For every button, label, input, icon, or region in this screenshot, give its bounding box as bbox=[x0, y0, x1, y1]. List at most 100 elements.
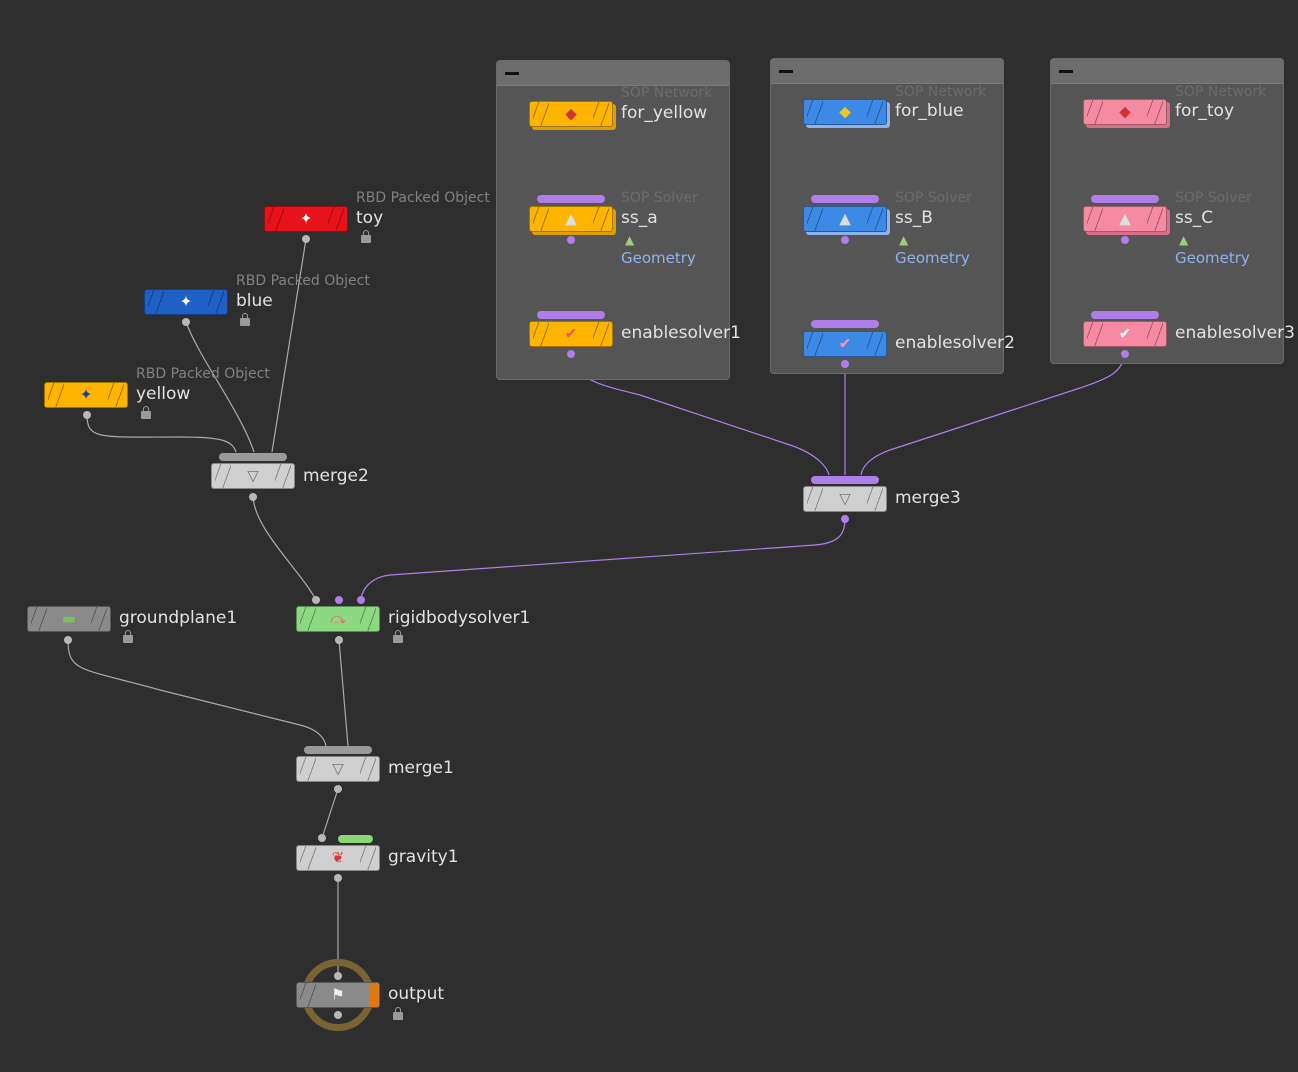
minimize-icon[interactable] bbox=[505, 72, 519, 75]
node-type-label: SOP Solver bbox=[621, 190, 698, 206]
output-connector[interactable] bbox=[249, 493, 257, 501]
output-connector[interactable] bbox=[567, 350, 575, 358]
geometry-icon: ▲ bbox=[625, 233, 635, 247]
node-name-label: groundplane1 bbox=[119, 608, 238, 628]
input-connector[interactable] bbox=[318, 834, 326, 842]
input-connector[interactable] bbox=[335, 596, 343, 604]
bypass-flag[interactable] bbox=[1091, 195, 1159, 203]
rbd-icon: ✦ bbox=[179, 292, 193, 311]
node-output[interactable]: ⚑ bbox=[296, 982, 380, 1008]
data-label: Geometry bbox=[895, 249, 970, 267]
sop-network-icon: ◆ bbox=[565, 104, 577, 123]
node-toy[interactable]: ✦ bbox=[264, 206, 348, 232]
node-name-label: for_blue bbox=[895, 101, 964, 121]
output-connector[interactable] bbox=[64, 636, 72, 644]
node-name-label: merge1 bbox=[388, 758, 454, 778]
sop-network-icon: ◆ bbox=[839, 102, 851, 121]
node-name-label: toy bbox=[356, 208, 384, 228]
output-connector[interactable] bbox=[334, 1011, 342, 1019]
output-connector[interactable] bbox=[302, 235, 310, 243]
bypass-flag[interactable] bbox=[219, 453, 287, 461]
output-connector[interactable] bbox=[83, 411, 91, 419]
output-connector[interactable] bbox=[334, 785, 342, 793]
node-yellow[interactable]: ✦ bbox=[44, 382, 128, 408]
sop-solver-icon: ▲ bbox=[1119, 209, 1131, 228]
output-connector[interactable] bbox=[841, 236, 849, 244]
lock-icon bbox=[393, 1007, 403, 1020]
node-blue[interactable]: ✦ bbox=[144, 289, 228, 315]
wire-merge2-rbd bbox=[252, 496, 317, 601]
node-for-toy[interactable]: ◆ bbox=[1083, 99, 1167, 125]
node-type-label: RBD Packed Object bbox=[236, 273, 370, 289]
groundplane-icon: ▬ bbox=[61, 609, 77, 628]
wire-merge1-gravity bbox=[321, 788, 339, 839]
lock-icon bbox=[393, 630, 403, 643]
node-type-label: SOP Network bbox=[621, 85, 713, 101]
netbox-titlebar[interactable] bbox=[771, 59, 1003, 84]
node-merge1[interactable]: ▽ bbox=[296, 756, 380, 782]
output-connector[interactable] bbox=[182, 318, 190, 326]
gravity-icon: ❦ bbox=[331, 848, 345, 867]
node-name-label: rigidbodysolver1 bbox=[388, 608, 531, 628]
wire-en3-merge3 bbox=[860, 353, 1126, 476]
node-name-label: enablesolver2 bbox=[895, 333, 1015, 353]
node-enablesolver1[interactable]: ✔ bbox=[529, 321, 613, 347]
bypass-flag[interactable] bbox=[811, 195, 879, 203]
node-groundplane1[interactable]: ▬ bbox=[27, 606, 111, 632]
node-rigidbodysolver1[interactable]: ⤼ bbox=[296, 606, 380, 632]
output-connector[interactable] bbox=[334, 874, 342, 882]
node-ss-c[interactable]: ▲ bbox=[1083, 206, 1167, 232]
node-merge3[interactable]: ▽ bbox=[803, 486, 887, 512]
rigidbody-solver-icon: ⤼ bbox=[329, 609, 347, 628]
node-ss-b[interactable]: ▲ bbox=[803, 206, 887, 232]
node-ss-a[interactable]: ▲ bbox=[529, 206, 613, 232]
input-connector[interactable] bbox=[357, 596, 365, 604]
data-label: Geometry bbox=[1175, 249, 1250, 267]
node-type-label: RBD Packed Object bbox=[136, 366, 270, 382]
node-name-label: merge2 bbox=[303, 466, 369, 486]
node-type-label: SOP Network bbox=[1175, 84, 1267, 100]
output-connector[interactable] bbox=[567, 236, 575, 244]
output-connector[interactable] bbox=[1121, 236, 1129, 244]
node-name-label: enablesolver3 bbox=[1175, 323, 1295, 343]
minimize-icon[interactable] bbox=[1059, 70, 1073, 73]
output-connector[interactable] bbox=[841, 515, 849, 523]
sop-solver-icon: ▲ bbox=[565, 209, 577, 228]
bypass-flag[interactable] bbox=[1091, 311, 1159, 319]
netbox-titlebar[interactable] bbox=[497, 61, 729, 86]
node-name-label: ss_a bbox=[621, 208, 658, 228]
node-name-label: ss_C bbox=[1175, 208, 1214, 228]
output-connector[interactable] bbox=[841, 360, 849, 368]
node-enablesolver3[interactable]: ✔ bbox=[1083, 321, 1167, 347]
bypass-flag[interactable] bbox=[304, 746, 372, 754]
node-name-label: enablesolver1 bbox=[621, 323, 741, 343]
minimize-icon[interactable] bbox=[779, 70, 793, 73]
node-name-label: ss_B bbox=[895, 208, 933, 228]
output-connector[interactable] bbox=[1121, 350, 1129, 358]
bypass-flag[interactable] bbox=[811, 320, 879, 328]
lock-icon bbox=[123, 630, 133, 643]
enable-solver-icon: ✔ bbox=[1118, 324, 1132, 343]
output-connector[interactable] bbox=[335, 636, 343, 644]
node-type-label: SOP Solver bbox=[895, 190, 972, 206]
node-merge2[interactable]: ▽ bbox=[211, 463, 295, 489]
node-for-yellow[interactable]: ◆ bbox=[529, 101, 613, 127]
node-name-label: for_toy bbox=[1175, 101, 1235, 121]
bypass-flag[interactable] bbox=[811, 476, 879, 484]
node-enablesolver2[interactable]: ✔ bbox=[803, 331, 887, 357]
netbox-titlebar[interactable] bbox=[1051, 59, 1283, 84]
lock-icon bbox=[361, 230, 371, 243]
node-gravity1[interactable]: ❦ bbox=[296, 845, 380, 871]
input-connector[interactable] bbox=[312, 596, 320, 604]
display-flag[interactable] bbox=[338, 835, 373, 843]
node-for-blue[interactable]: ◆ bbox=[803, 99, 887, 125]
node-name-label: yellow bbox=[136, 384, 191, 404]
geometry-icon: ▲ bbox=[1179, 233, 1189, 247]
node-type-label: RBD Packed Object bbox=[356, 190, 490, 206]
node-name-label: gravity1 bbox=[388, 847, 459, 867]
bypass-flag[interactable] bbox=[537, 195, 605, 203]
bypass-flag[interactable] bbox=[537, 311, 605, 319]
node-type-label: SOP Solver bbox=[1175, 190, 1252, 206]
input-connector[interactable] bbox=[334, 972, 342, 980]
wire-ground-merge1 bbox=[67, 639, 327, 747]
